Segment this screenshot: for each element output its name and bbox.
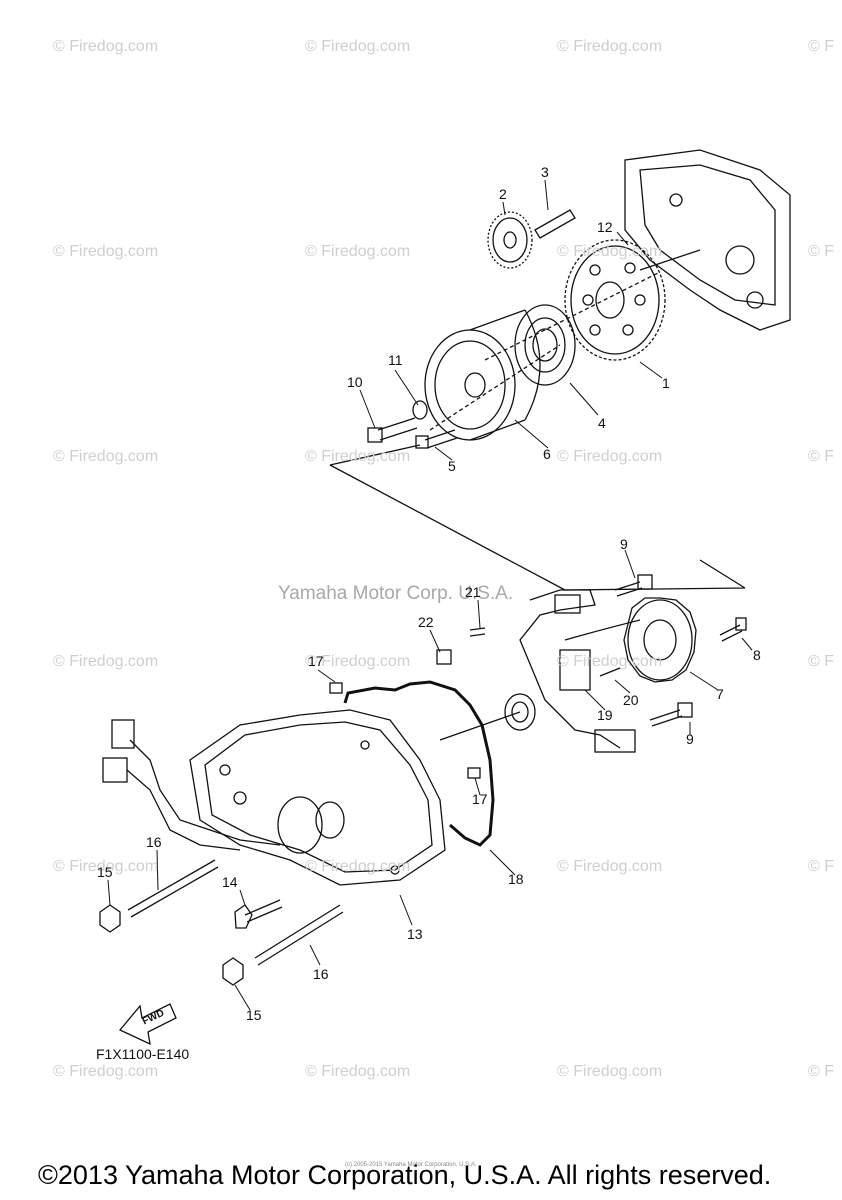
- callout-2: 2: [499, 186, 507, 202]
- wiring-connector: [102, 719, 281, 851]
- long-bolts: [127, 859, 344, 966]
- callout-20: 20: [623, 692, 639, 708]
- watermark: © Firedog.com: [557, 1063, 663, 1080]
- starter-gear: [564, 239, 666, 361]
- watermark: © Firedog.com: [557, 858, 663, 875]
- watermark: © Firedog.com: [53, 38, 159, 55]
- callout-15a: 15: [97, 864, 113, 880]
- diagram-code: F1X1100-E140: [96, 1046, 190, 1062]
- watermark: © Firedog.com: [557, 38, 663, 55]
- watermark: © Firedog.com: [305, 858, 411, 875]
- watermark: © F: [808, 653, 835, 670]
- watermark: © Firedog.com: [305, 243, 411, 260]
- watermark: © Firedog.com: [305, 653, 411, 670]
- nuts-and-bolt: [99, 899, 283, 986]
- callout-16b: 16: [313, 966, 329, 982]
- fwd-arrow: [118, 1003, 177, 1046]
- callout-9b: 9: [686, 731, 694, 747]
- leader-lines: [107, 179, 753, 1011]
- callout-6: 6: [543, 446, 551, 462]
- assembly-guide-lines: [329, 271, 746, 591]
- callout-22: 22: [418, 614, 434, 630]
- watermark: © Firedog.com: [557, 448, 663, 465]
- callout-1: 1: [662, 375, 670, 391]
- copyright-footer: ©2013 Yamaha Motor Corporation, U.S.A. A…: [38, 1160, 772, 1190]
- stator-bolts: [614, 574, 747, 727]
- watermark: © Firedog.com: [305, 448, 411, 465]
- callout-3: 3: [541, 164, 549, 180]
- flywheel-rotor: [424, 309, 541, 441]
- callout-17a: 17: [308, 653, 324, 669]
- crankcase-cover: [189, 709, 446, 886]
- pickup-coil-wiring: [519, 589, 641, 753]
- callout-11: 11: [388, 352, 403, 368]
- watermark: © Firedog.com: [557, 653, 663, 670]
- callout-14: 14: [222, 874, 238, 890]
- watermark: © Firedog.com: [53, 448, 159, 465]
- publisher-banner: Yamaha Motor Corp. U.S.A.: [278, 583, 514, 604]
- callout-16a: 16: [146, 834, 162, 850]
- callout-17b: 17: [472, 791, 488, 807]
- callout-8: 8: [753, 647, 761, 663]
- stator-coil: [623, 597, 697, 683]
- watermark: © Firedog.com: [53, 858, 159, 875]
- watermark: © F: [808, 38, 835, 55]
- idler-gear: [487, 211, 533, 269]
- tiny-copyright-notice: (c) 2005-2015 Yamaha Motor Corporation, …: [345, 1162, 477, 1168]
- callout-18: 18: [508, 871, 524, 887]
- callout-12: 12: [597, 219, 613, 235]
- small-fasteners: [436, 627, 621, 677]
- watermark: © F: [808, 1063, 835, 1080]
- watermark: © Firedog.com: [305, 38, 411, 55]
- callout-13: 13: [407, 926, 423, 942]
- callout-4: 4: [598, 415, 606, 431]
- dowel-pins: [329, 682, 481, 779]
- callout-9a: 9: [620, 536, 628, 552]
- rotor-bolts: [367, 400, 458, 449]
- watermark: © Firedog.com: [53, 653, 159, 670]
- callout-7: 7: [716, 686, 724, 702]
- watermark: © F: [808, 448, 835, 465]
- watermark: © Firedog.com: [557, 243, 663, 260]
- callout-10: 10: [347, 374, 363, 390]
- shaft: [534, 209, 701, 271]
- callout-19: 19: [597, 707, 613, 723]
- gasket: [343, 680, 495, 847]
- oil-seal: [439, 693, 536, 741]
- watermark: © Firedog.com: [305, 1063, 411, 1080]
- callout-5: 5: [448, 458, 456, 474]
- callout-21: 21: [465, 584, 481, 600]
- callout-15b: 15: [246, 1007, 262, 1023]
- one-way-clutch: [514, 304, 576, 386]
- watermark: © Firedog.com: [53, 1063, 159, 1080]
- watermark: © F: [808, 858, 835, 875]
- crankcase-outline: [624, 149, 791, 331]
- watermark: © F: [808, 243, 835, 260]
- watermark: © Firedog.com: [53, 243, 159, 260]
